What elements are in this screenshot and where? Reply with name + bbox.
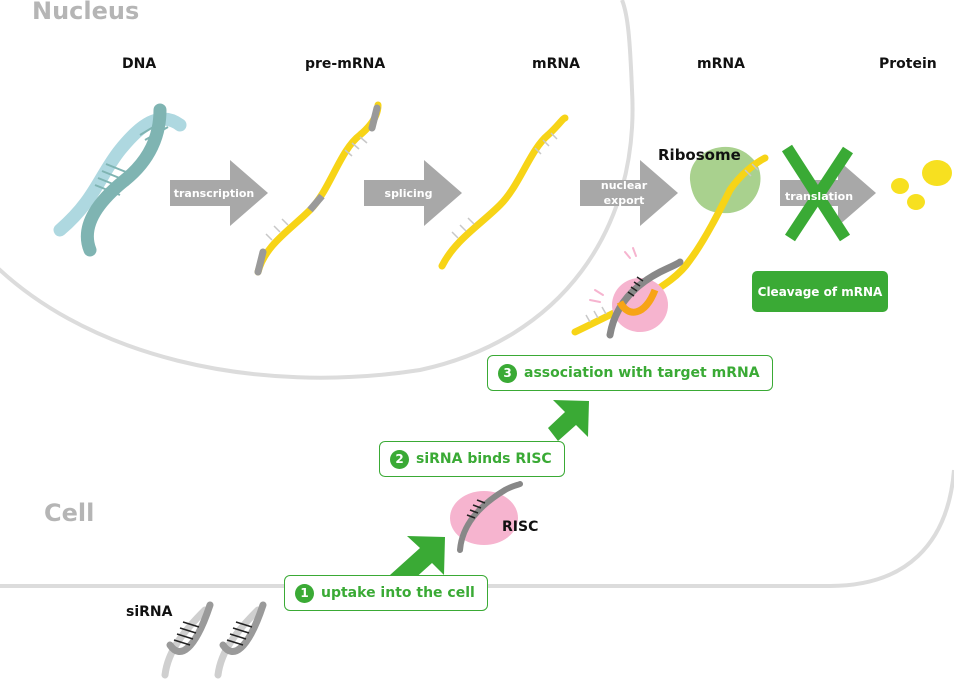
step-1-text: uptake into the cell — [321, 585, 475, 601]
risc-mrna-complex-icon — [606, 258, 684, 339]
step-1-box: 1 uptake into the cell — [284, 575, 488, 611]
sirna-label: siRNA — [126, 604, 173, 620]
nuclear-export-label-line1: nuclear — [600, 179, 648, 192]
nuclear-export-arrow — [580, 160, 678, 226]
dna-label: DNA — [122, 56, 157, 72]
nucleus-boundary — [0, 0, 635, 380]
mrna-nucleus-label: mRNA — [532, 56, 580, 72]
step-2-number: 2 — [390, 449, 409, 469]
nucleus-label: Nucleus — [32, 0, 140, 25]
translation-arrow — [780, 160, 876, 226]
blocked-translation-x-icon — [781, 144, 854, 242]
protein-label: Protein — [879, 56, 937, 72]
step-arrow-3 — [548, 400, 589, 441]
sirna-duplex-icon — [214, 601, 267, 679]
risc-label: RISC — [502, 519, 539, 535]
step-2-box: 2 siRNA binds RISC — [379, 441, 565, 477]
step-1-number: 1 — [295, 583, 314, 603]
mrna-strand-nucleus-icon — [438, 114, 569, 270]
cleavage-burst-icon — [589, 247, 637, 303]
mrna-cytoplasm-label: mRNA — [697, 56, 745, 72]
translation-label: translation — [784, 190, 854, 203]
step-3-text: association with target mRNA — [524, 365, 760, 381]
sirna-duplex-icon — [161, 601, 214, 679]
dna-helix-icon — [53, 103, 187, 257]
transcription-label: transcription — [173, 187, 255, 200]
cell-label: Cell — [44, 499, 95, 527]
splicing-label: splicing — [384, 187, 433, 200]
pre-mrna-strand-icon — [254, 101, 382, 276]
protein-icon — [891, 160, 952, 210]
pre-mrna-label: pre-mRNA — [305, 56, 386, 72]
cell-membrane — [0, 469, 954, 588]
ribosome-icon — [689, 146, 761, 214]
step-3-box: 3 association with target mRNA — [487, 355, 773, 391]
nuclear-export-label-line2: export — [603, 194, 645, 207]
splicing-arrow — [364, 160, 462, 226]
cleavage-box: Cleavage of mRNA — [752, 271, 888, 312]
transcription-arrow — [170, 160, 268, 226]
risc-icon — [450, 481, 523, 553]
step-2-text: siRNA binds RISC — [416, 451, 552, 467]
step-3-number: 3 — [498, 363, 517, 383]
ribosome-label: Ribosome — [658, 146, 741, 164]
